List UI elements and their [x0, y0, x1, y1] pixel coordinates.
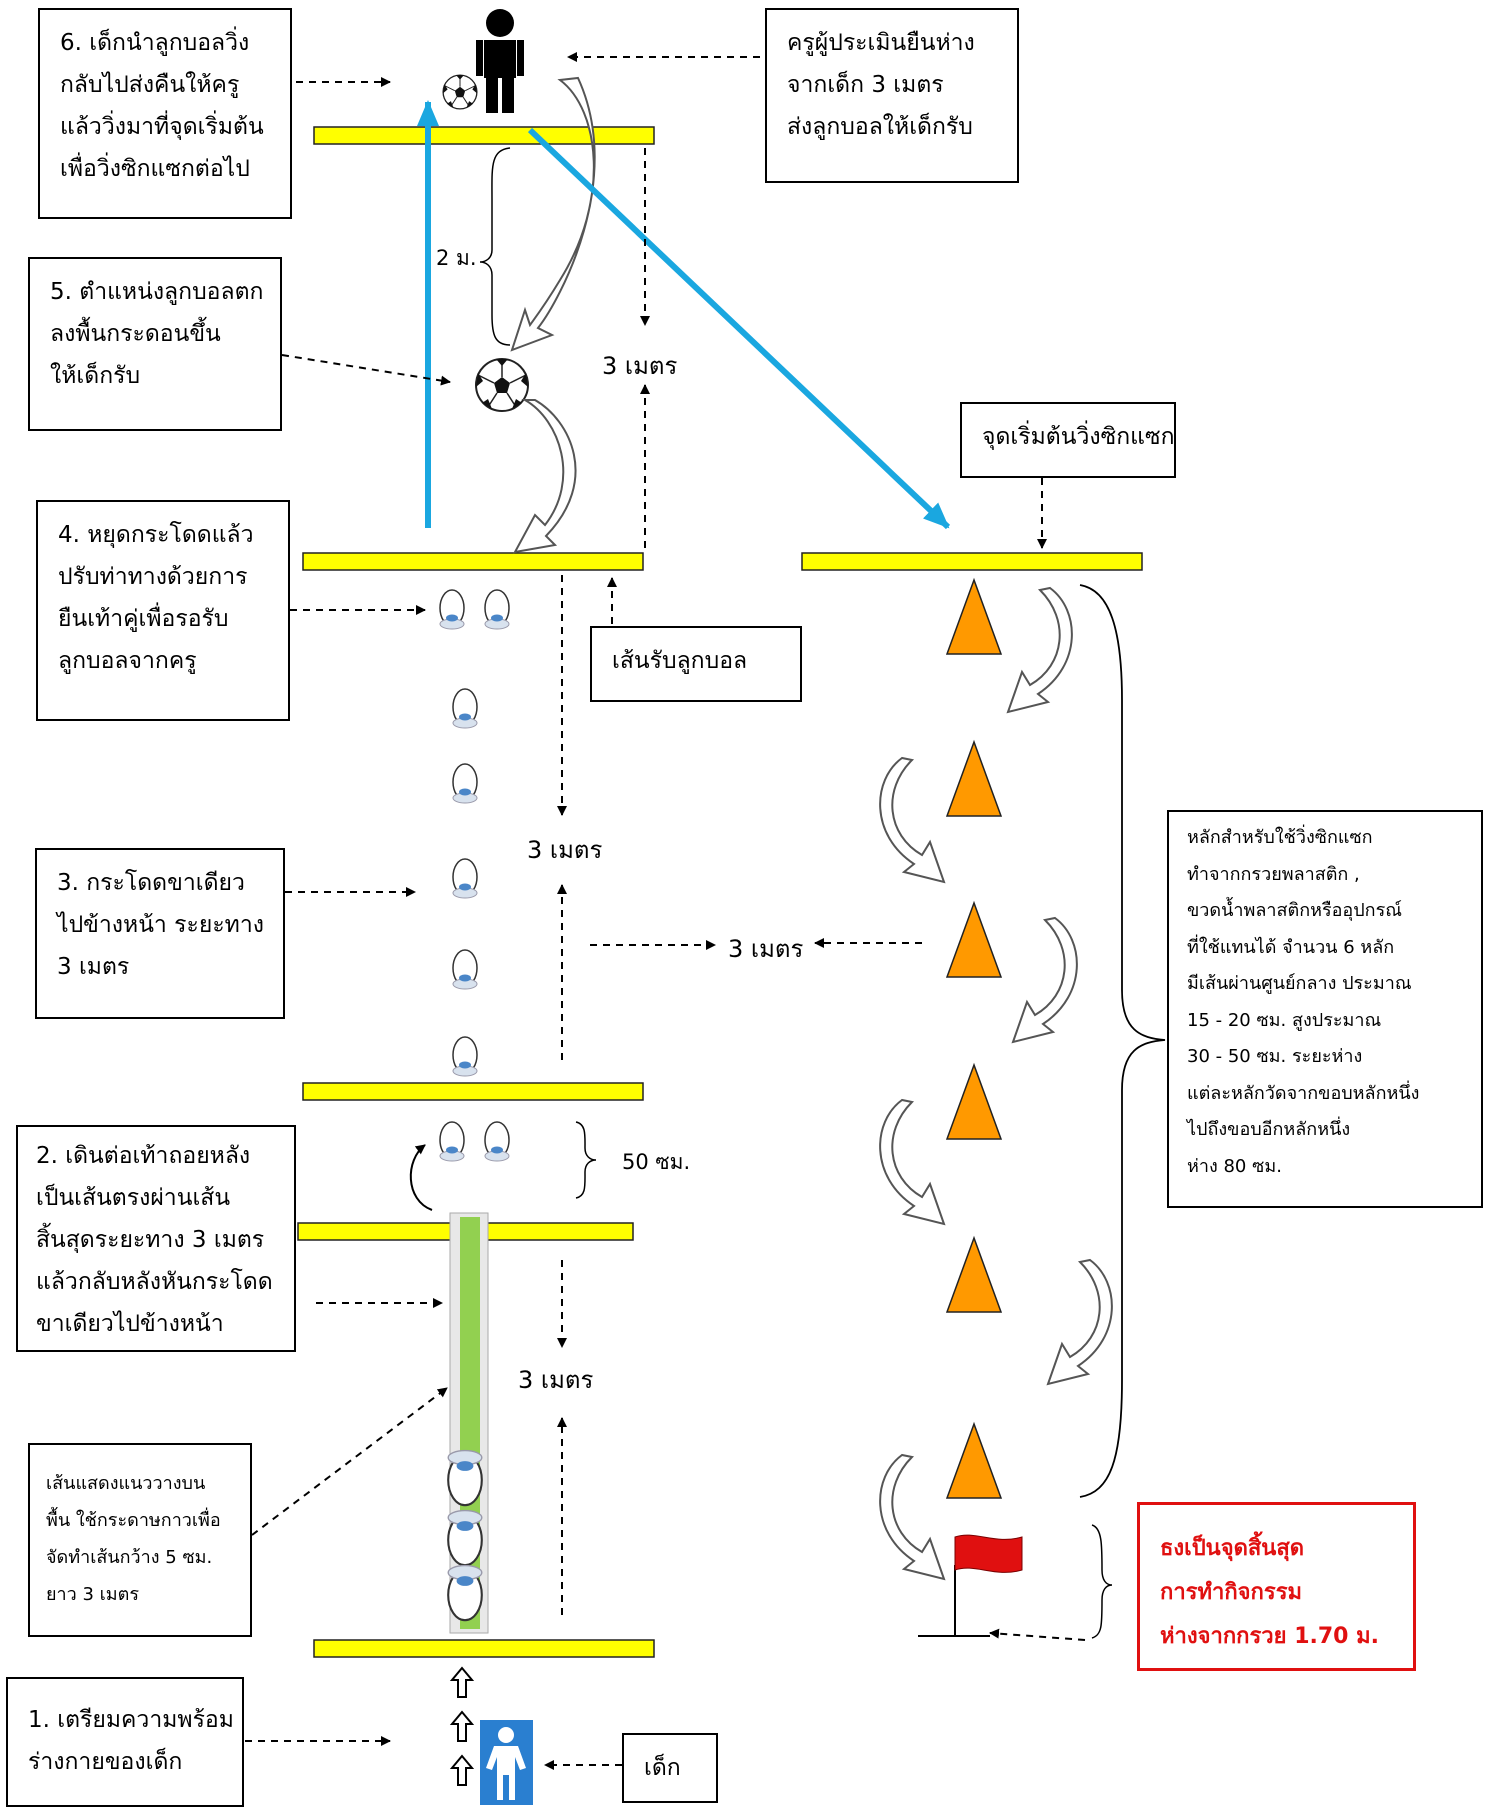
- flag-icon: [918, 1534, 1023, 1637]
- step2-box: 2. เดินต่อเท้าถอยหลัง เป็นเส้นตรงผ่านเส้…: [16, 1125, 296, 1352]
- brace-flag: [1091, 1524, 1113, 1639]
- step1-box: 1. เตรียมความพร้อม ร่างกายของเด็ก: [6, 1677, 244, 1807]
- curved-arrow-icon: [513, 399, 577, 554]
- label-50cm: 50 ซม.: [622, 1150, 691, 1174]
- dashed-arrows: [245, 52, 1086, 1770]
- line-catch: [302, 552, 644, 571]
- brace-poles: [1079, 584, 1166, 1498]
- footprints-backward: [447, 1449, 483, 1622]
- poles-box: หลักสำหรับใช้วิ่งซิกแซก ทำจากกรวยพลาสติก…: [1167, 810, 1483, 1208]
- blue-arrow-diagonal: [527, 127, 951, 530]
- label-2m: 2 ม.: [436, 246, 477, 270]
- yellow-lines: [297, 126, 1143, 1658]
- line-start: [313, 1639, 655, 1658]
- brace-50cm: [575, 1121, 597, 1199]
- ball-icon-small: [442, 74, 478, 110]
- cone-3: [946, 902, 1002, 978]
- cone-5: [946, 1237, 1002, 1313]
- cones: [946, 579, 1002, 1499]
- zigzag-start-box: จุดเริ่มต้นวิ่งซิกแซก: [960, 402, 1176, 478]
- label-3m-bottom: 3 เมตร: [518, 1366, 594, 1394]
- cone-2: [946, 741, 1002, 817]
- label-3m-top: 3 เมตร: [602, 352, 678, 380]
- curved-arrow-icon: [510, 76, 596, 352]
- step3-box: 3. กระโดดขาเดียว ไปข้างหน้า ระยะทาง 3 เม…: [35, 848, 285, 1019]
- brace-2m: [479, 147, 511, 346]
- label-3m-mid: 3 เมตร: [527, 836, 603, 864]
- line-hop-end: [302, 1082, 644, 1101]
- teacher-box: ครูผู้ประเมินยืนห่าง จากเด็ก 3 เมตร ส่งล…: [765, 8, 1019, 183]
- teacher-icon: [476, 9, 524, 113]
- flag-box: ธงเป็นจุดสิ้นสุด การทำกิจกรรม ห่างจากกรว…: [1137, 1502, 1416, 1671]
- child-box: เด็ก: [622, 1733, 718, 1803]
- up-arrow-icons: [449, 1666, 475, 1786]
- cone-4: [946, 1064, 1002, 1140]
- zigzag-arrows: [879, 586, 1113, 1581]
- label-3m-side: 3 เมตร: [728, 935, 804, 963]
- catch-line-box: เส้นรับลูกบอล: [590, 626, 802, 702]
- step6-box: 6. เด็กนำลูกบอลวิ่ง กลับไปส่งคืนให้ครู แ…: [38, 8, 292, 219]
- step5-box: 5. ตำแหน่งลูกบอลตก ลงพื้นกระดอนขึ้น ให้เ…: [28, 257, 282, 431]
- ball-icon-bounce: [475, 358, 529, 412]
- floor-line-box: เส้นแสดงแนววางบน พื้น ใช้กระดาษกาวเพื่อ …: [28, 1443, 252, 1637]
- footprints: [439, 589, 510, 1162]
- child-icon: [480, 1720, 533, 1805]
- turn-arrow-icon: [409, 1144, 433, 1211]
- step4-box: 4. หยุดกระโดดแล้ว ปรับท่าทางด้วยการ ยืนเ…: [36, 500, 290, 721]
- line-teacher: [313, 126, 655, 145]
- line-zigzag-start: [801, 552, 1143, 571]
- cone-6: [946, 1423, 1002, 1499]
- cone-1: [946, 579, 1002, 655]
